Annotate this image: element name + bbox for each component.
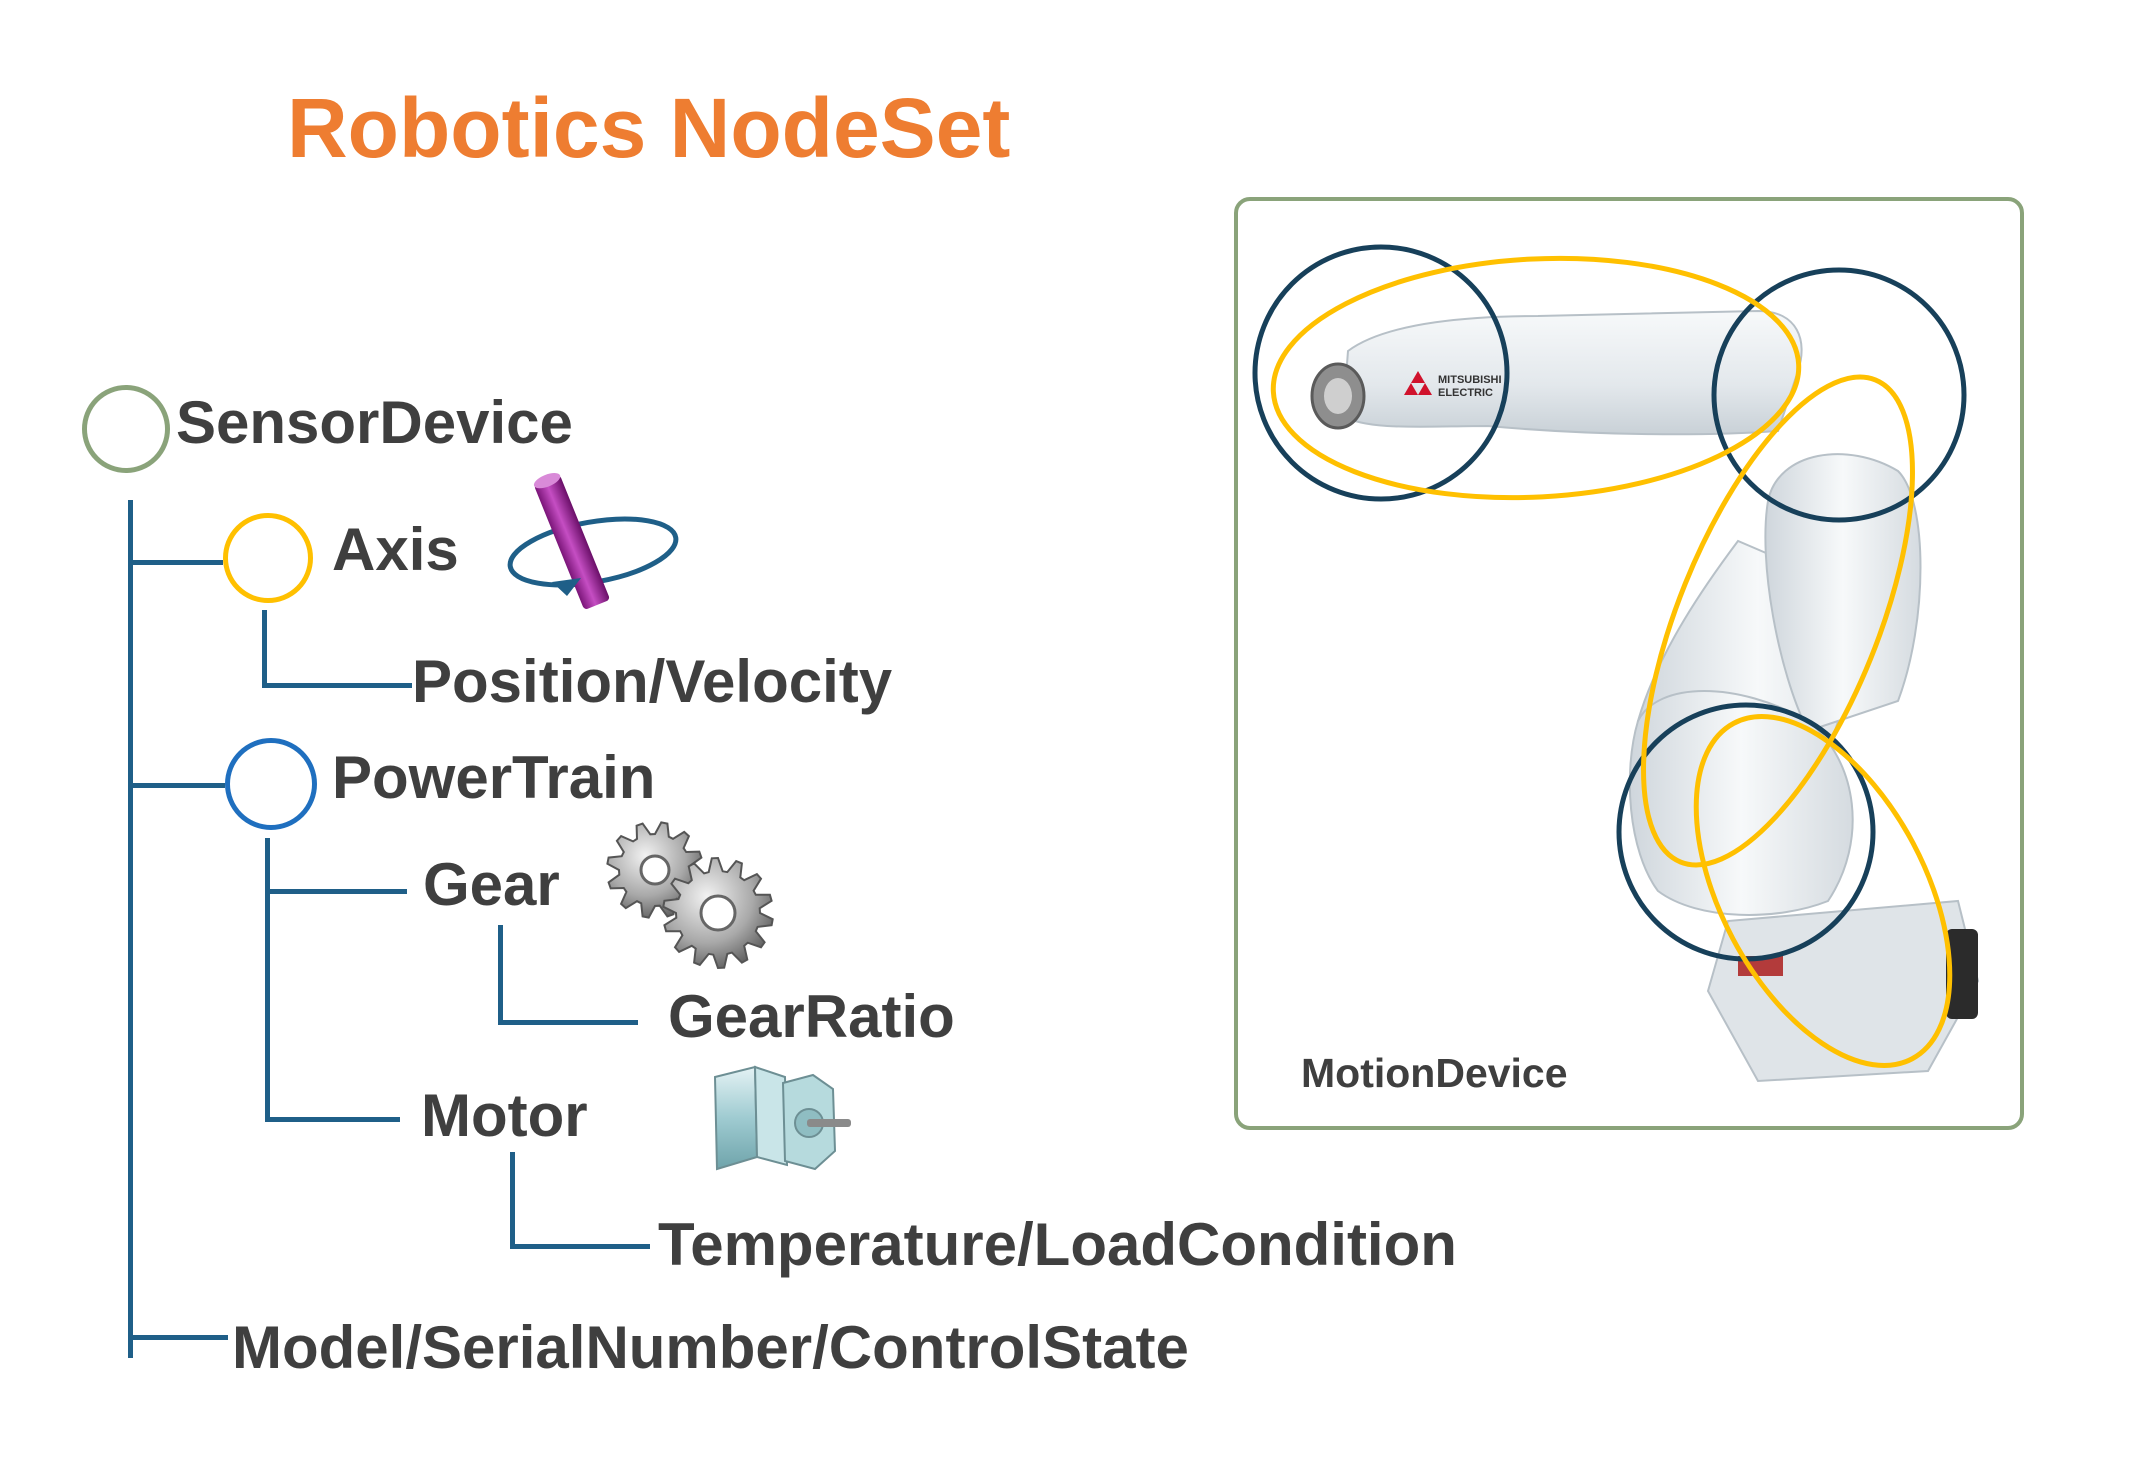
- base-link-ellipse: [1693, 714, 1953, 1068]
- diagram-title: Robotics NodeSet: [287, 81, 1011, 175]
- tree-trunk-line: [128, 500, 133, 1358]
- gears-icon: [606, 821, 774, 970]
- industrial-robot-arm-image: MITSUBISHI ELECTRIC: [1252, 244, 1980, 1083]
- branch-line-gear: [265, 889, 407, 894]
- gear-ratio-label: GearRatio: [668, 983, 955, 1050]
- svg-text:ELECTRIC: ELECTRIC: [1438, 387, 1493, 399]
- large-gear: [662, 856, 774, 970]
- motion-device-label: MotionDevice: [1301, 1050, 1568, 1096]
- motor-child-vertical-line: [510, 1152, 515, 1249]
- temperature-load-label: Temperature/LoadCondition: [658, 1211, 1457, 1278]
- motor-label: Motor: [421, 1082, 588, 1149]
- wrist-joint-circle: [1252, 244, 1510, 502]
- branch-line-position: [262, 683, 412, 688]
- gear-label: Gear: [423, 851, 560, 918]
- powertrain-node-circle: [225, 738, 317, 830]
- branch-line-motor: [265, 1117, 400, 1122]
- sensor-device-node-circle: [82, 385, 170, 473]
- forearm-link-ellipse: [1270, 255, 1802, 501]
- branch-line-temperature: [510, 1244, 650, 1249]
- position-velocity-label: Position/Velocity: [412, 648, 893, 715]
- branch-line-model: [128, 1335, 228, 1340]
- branch-line-gear-ratio: [498, 1020, 638, 1025]
- motor-icon: [713, 1065, 851, 1171]
- powertrain-child-vertical-line: [265, 838, 270, 1122]
- brand-mark-text: MITSUBISHI: [1438, 374, 1502, 386]
- axis-node-circle: [223, 513, 313, 603]
- axis-label: Axis: [332, 516, 459, 583]
- model-serial-state-label: Model/SerialNumber/ControlState: [232, 1314, 1189, 1381]
- upper-arm-link-ellipse: [1641, 374, 1915, 868]
- motion-device-panel: MITSUBISHI ELECTRIC MotionDevice: [1234, 197, 2024, 1130]
- elbow-joint-circle: [1711, 267, 1967, 523]
- gear-child-vertical-line: [498, 925, 503, 1025]
- powertrain-label: PowerTrain: [332, 744, 656, 811]
- axis-child-vertical-line: [262, 610, 267, 688]
- rotating-axis-icon: [507, 473, 679, 609]
- branch-line-powertrain: [128, 783, 225, 788]
- sensor-device-label: SensorDevice: [176, 389, 573, 456]
- branch-line-axis: [128, 560, 223, 565]
